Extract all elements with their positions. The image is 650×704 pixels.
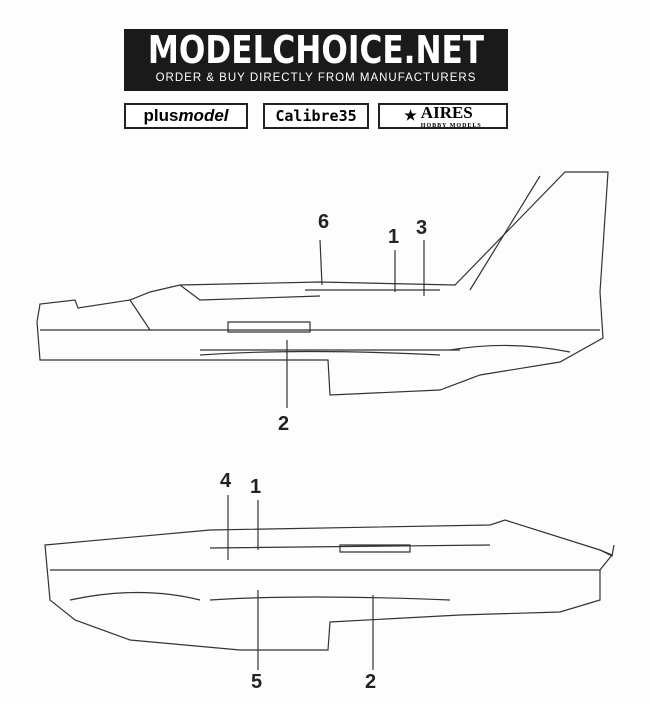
callout-1-bottom: 1 [250,476,262,498]
calibre-text: Calibre35 [275,107,357,125]
aires-text: AIRES [420,103,473,122]
star-icon: ★ [404,108,417,124]
aircraft-bottom-view [44,495,615,670]
aires-sub: HOBBY MODELS [420,123,482,129]
plus-text: plus [143,106,179,125]
calibre-logo: Calibre35 [263,103,369,129]
modelchoice-banner: MODELCHOICE.NET ORDER & BUY DIRECTLY FRO… [124,29,508,91]
callout-2: 2 [278,413,290,435]
aircraft-top-view [36,171,609,408]
site-name: MODELCHOICE.NET [147,28,485,72]
callout-3: 3 [416,217,428,239]
callout-1: 1 [388,226,400,248]
callout-2-bottom: 2 [365,671,377,693]
callout-6: 6 [318,211,330,233]
model-text: model [178,106,229,125]
callout-5: 5 [251,671,263,693]
tagline: ORDER & BUY DIRECTLY FROM MANUFACTURERS [155,72,477,84]
callout-4: 4 [220,470,232,492]
